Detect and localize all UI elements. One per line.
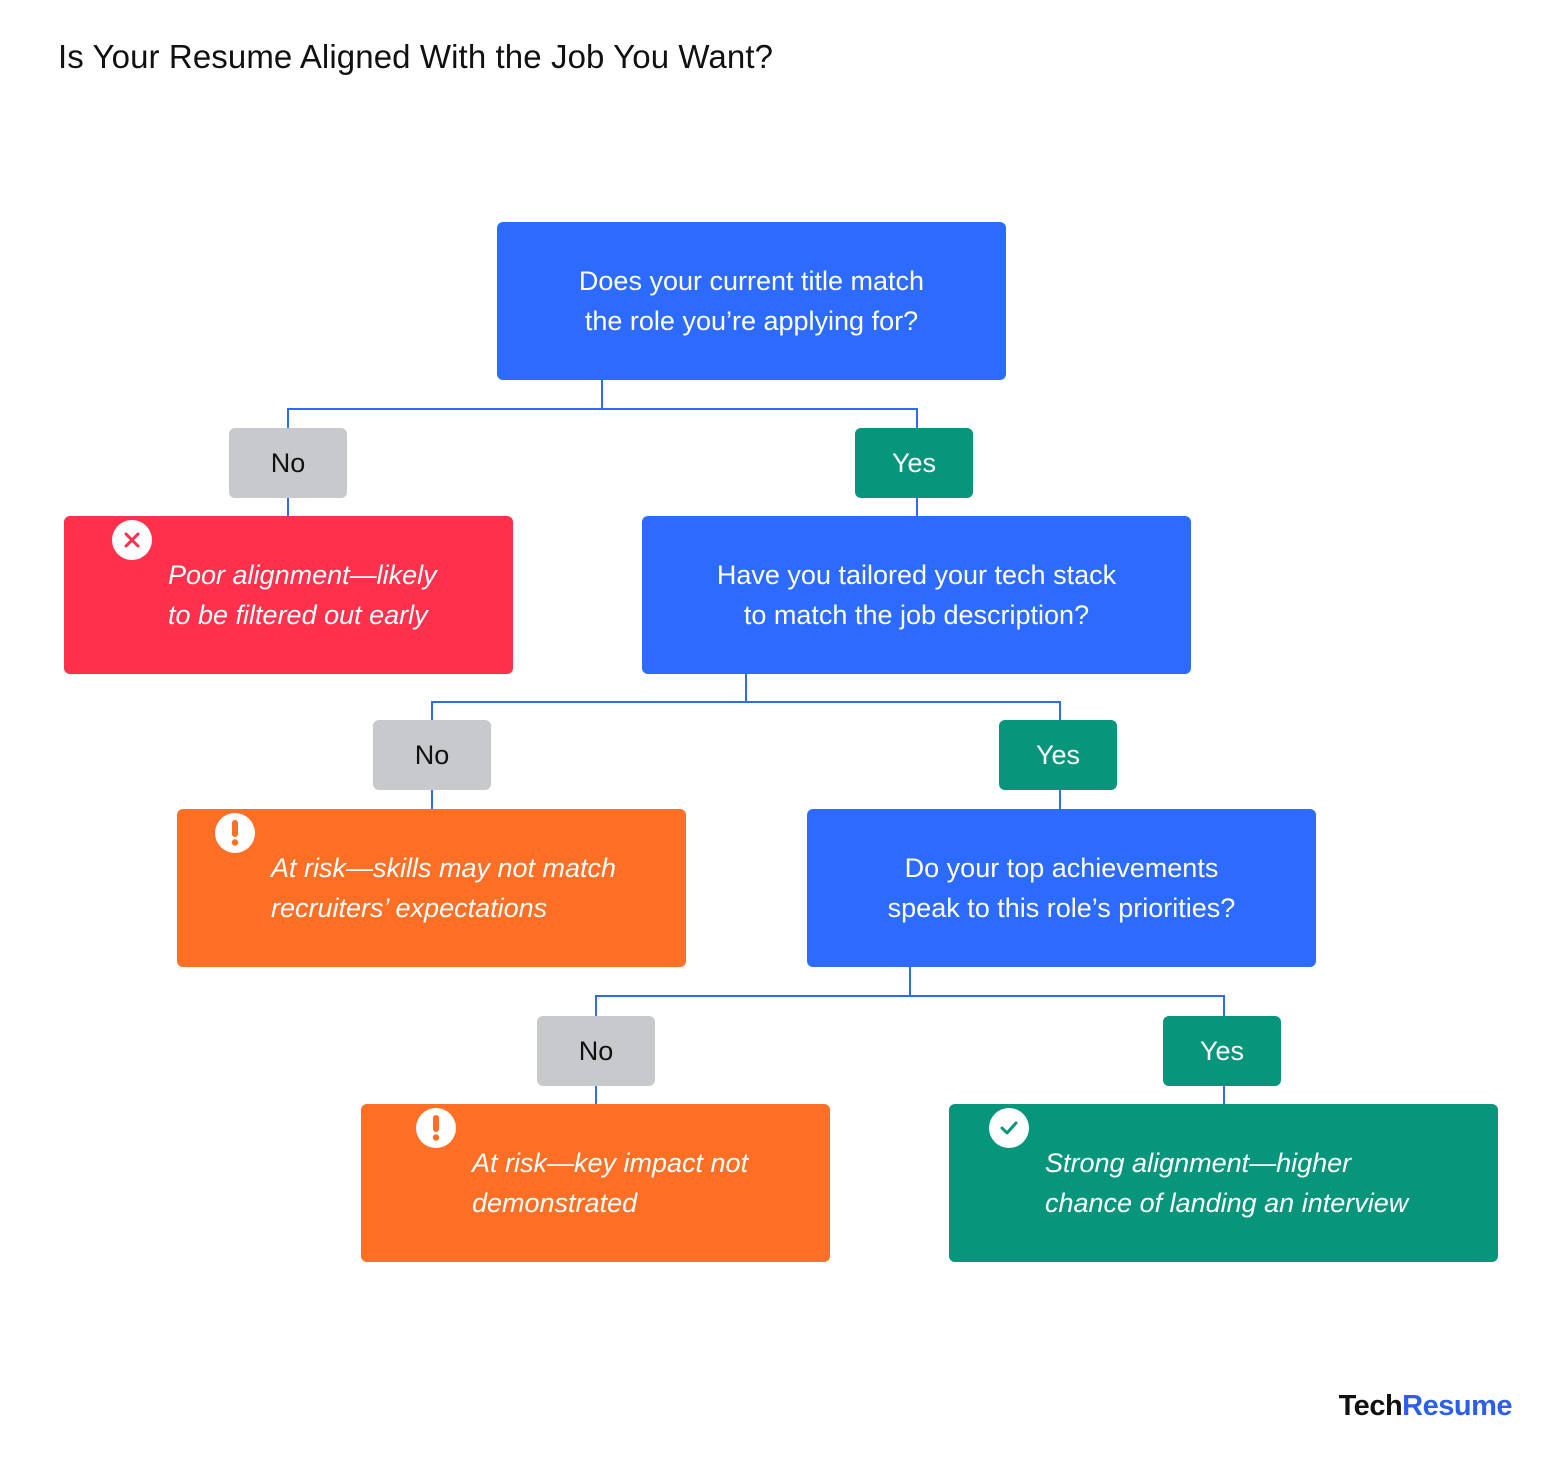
question-text: speak to this role’s priorities? bbox=[887, 893, 1236, 923]
exclamation-icon bbox=[215, 813, 255, 853]
exclamation-icon bbox=[416, 1108, 456, 1148]
answer-yes-badge: Yes bbox=[1163, 1016, 1281, 1086]
question-box-title-match: Does your current title match the role y… bbox=[497, 222, 1006, 380]
outcome-at-risk-impact: At risk—key impact not demonstrated bbox=[361, 1104, 830, 1262]
connector-q1-branch bbox=[287, 408, 918, 428]
outcome-at-risk-skills: At risk—skills may not match recruiters’… bbox=[177, 809, 686, 967]
outcome-text: At risk—key impact not bbox=[472, 1148, 749, 1178]
outcome-text: demonstrated bbox=[472, 1188, 638, 1218]
outcome-text: At risk—skills may not match bbox=[271, 853, 617, 883]
question-box-tech-stack: Have you tailored your tech stack to mat… bbox=[642, 516, 1191, 674]
outcome-poor-alignment: Poor alignment—likely to be filtered out… bbox=[64, 516, 513, 674]
connector-q2-branch bbox=[431, 701, 1061, 720]
answer-no-badge: No bbox=[373, 720, 491, 790]
answer-no-badge: No bbox=[537, 1016, 655, 1086]
outcome-text: chance of landing an interview bbox=[1045, 1188, 1409, 1218]
outcome-text: Strong alignment—higher bbox=[1045, 1148, 1352, 1178]
answer-no-badge: No bbox=[229, 428, 347, 498]
outcome-strong-alignment: Strong alignment—higher chance of landin… bbox=[949, 1104, 1498, 1262]
page-title: Is Your Resume Aligned With the Job You … bbox=[58, 38, 774, 75]
connector-q3-branch bbox=[595, 995, 1225, 1016]
question-box-achievements: Do your top achievements speak to this r… bbox=[807, 809, 1316, 967]
x-icon bbox=[112, 520, 152, 560]
question-text: the role you’re applying for? bbox=[584, 306, 919, 336]
answer-yes-badge: Yes bbox=[855, 428, 973, 498]
outcome-text: to be filtered out early bbox=[168, 600, 428, 630]
question-text: Do your top achievements bbox=[904, 853, 1219, 883]
answer-yes-badge: Yes bbox=[999, 720, 1117, 790]
question-text: Does your current title match bbox=[578, 266, 925, 296]
outcome-text: recruiters’ expectations bbox=[271, 893, 548, 923]
outcome-text: Poor alignment—likely bbox=[168, 560, 437, 590]
check-icon bbox=[989, 1108, 1029, 1148]
question-text: to match the job description? bbox=[743, 600, 1090, 630]
techresume-logo: TechResume bbox=[1338, 1390, 1513, 1422]
question-text: Have you tailored your tech stack bbox=[716, 560, 1117, 590]
